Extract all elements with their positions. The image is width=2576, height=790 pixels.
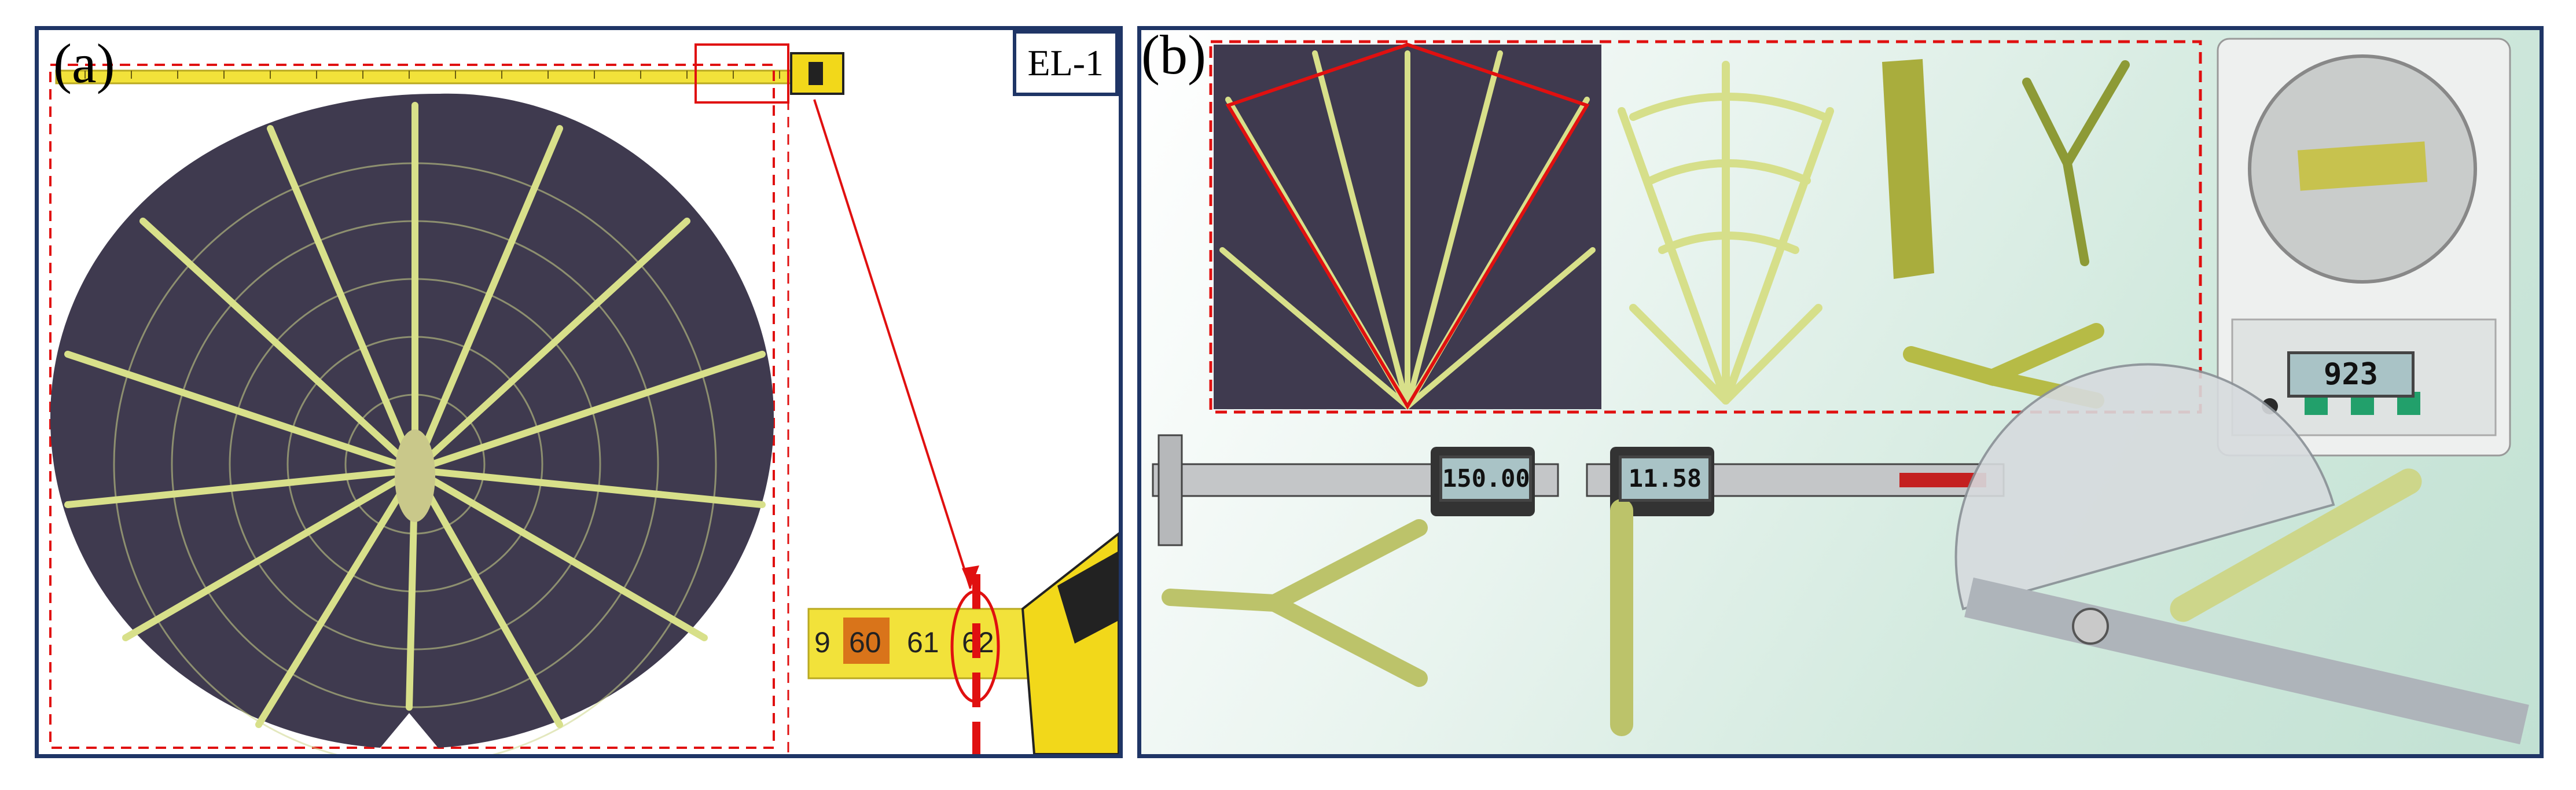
sample-on-scale [2297, 141, 2428, 191]
protractor [1954, 363, 2335, 611]
panel-b-graphic [1152, 38, 2529, 745]
panel-b-label: (b) [1141, 26, 1206, 86]
measuring-tape [55, 69, 827, 84]
branching-sample [2022, 60, 2130, 266]
caliper-1-display: 150.00 [1439, 455, 1532, 502]
zoom-arrow [813, 99, 972, 589]
sample-strip [1882, 59, 1934, 279]
panel-a: 9 60 61 62 (a) EL-1 [35, 26, 1123, 758]
caliper-2-display: 11.58 [1619, 455, 1711, 502]
section-outline [1225, 42, 1590, 410]
panel-b: (b) 923 150.00 11.58 [1137, 26, 2544, 758]
vein-skeleton [1618, 61, 1834, 405]
panel-a-label: (a) [53, 32, 115, 94]
leaf-bounding-box [49, 64, 775, 749]
protractor-arm [1964, 577, 2529, 745]
tape-mark-61: 61 [907, 626, 939, 659]
petiole-center [395, 429, 435, 522]
leaf-veins [64, 102, 766, 728]
tape-mark-60: 60 [849, 626, 881, 659]
panel-a-graphic: 9 60 61 62 [49, 43, 1119, 754]
samples-box [1209, 40, 2202, 414]
tape-mark-59: 9 [814, 626, 831, 659]
caliper-1-sample [1162, 519, 1428, 687]
specimen-tag: EL-1 [1012, 30, 1119, 96]
protractor-sample [2170, 468, 2422, 622]
scale-display: 923 [2287, 351, 2415, 398]
